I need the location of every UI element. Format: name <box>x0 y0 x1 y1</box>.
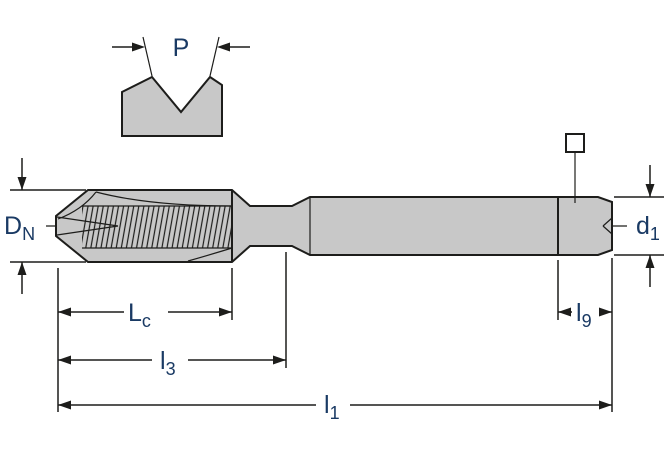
center-notch <box>602 217 613 227</box>
thread-length-label: l3 <box>160 347 176 379</box>
square-drive-callout <box>565 133 585 203</box>
thread-hatching <box>82 206 232 248</box>
dimension-nominal-diameter: DN <box>4 158 86 294</box>
dimension-thread-length: l3 <box>58 347 286 379</box>
flute-curve <box>57 191 97 220</box>
dimension-shank-diameter: d1 <box>614 165 664 287</box>
dimension-chamfer-length: Lc <box>58 299 232 331</box>
overall-length-label: l1 <box>324 391 340 423</box>
extension-lines <box>57 252 613 412</box>
thread-profile-detail <box>121 36 223 137</box>
nominal-diameter-label: DN <box>4 212 35 244</box>
tip-chamfer-line <box>56 216 119 227</box>
shank-diameter-label: d1 <box>636 212 660 244</box>
square-length-label: l9 <box>576 299 592 331</box>
dimension-square-length: l9 <box>558 299 612 331</box>
square-drive-symbol <box>565 133 585 153</box>
pitch-dimension: P <box>112 34 250 62</box>
chamfer-length-label: Lc <box>128 299 151 331</box>
tap-body <box>55 189 613 263</box>
thread-profile-shape <box>121 75 223 137</box>
dimension-overall-length: l1 <box>58 391 612 423</box>
pitch-label: P <box>173 34 190 62</box>
